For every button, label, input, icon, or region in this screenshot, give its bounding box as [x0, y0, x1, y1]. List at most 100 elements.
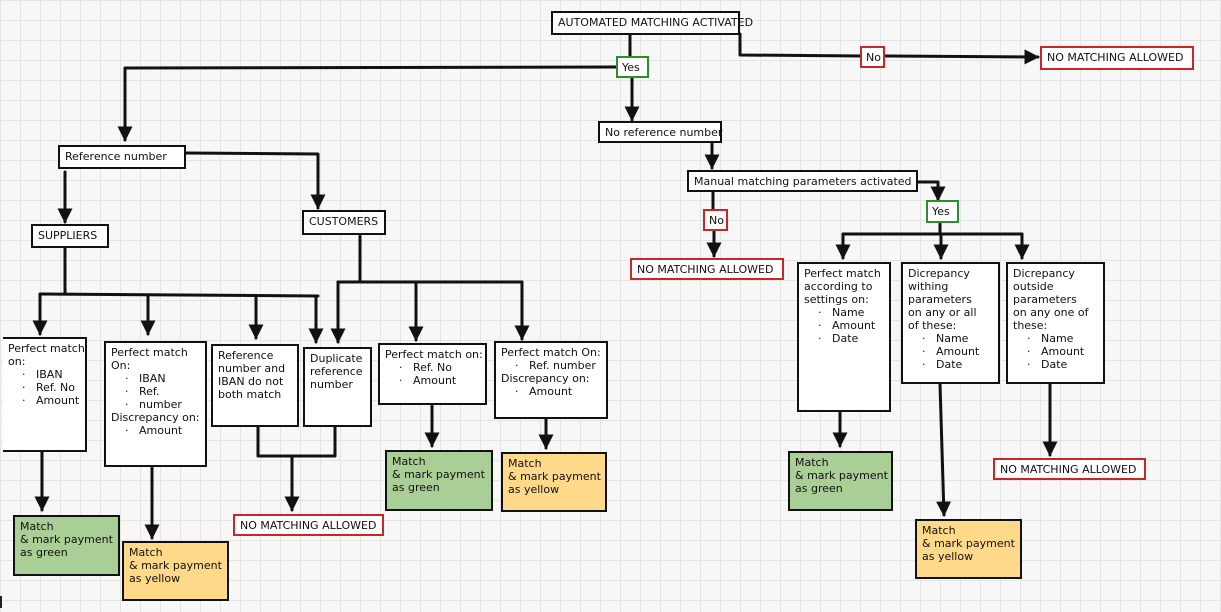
customers-node: CUSTOMERS [302, 210, 386, 235]
cus-disc-line1: Perfect match On: [501, 346, 601, 359]
duplicate-line: number [310, 378, 353, 391]
no-node-top: No [860, 46, 885, 68]
man-perfect-line: settings on: [804, 293, 869, 306]
man-within-line: parameters [908, 293, 972, 306]
match-green-line: & mark payment [20, 533, 113, 546]
match-yellow-line: Match [922, 524, 956, 537]
edge-root-no [738, 32, 864, 58]
match-yellow-line: Match [129, 546, 163, 559]
man-outside-line: Dicrepancy [1013, 267, 1075, 280]
cus-disc-label: Discrepancy on: [501, 372, 590, 385]
duplicate-line: reference [310, 365, 363, 378]
no-matching-outside-label: NO MATCHING ALLOWED [1000, 463, 1137, 476]
match-yellow-line: Match [508, 457, 542, 470]
man-within-item: Name [922, 332, 993, 345]
sup-disc-item: number [125, 398, 200, 411]
root-node: AUTOMATED MATCHING ACTIVATED [551, 11, 753, 35]
sup-disc-line1: Perfect match [111, 346, 188, 359]
customers-label: CUSTOMERS [309, 215, 379, 228]
left-edge-mark [0, 596, 2, 608]
no-matching-manual-outside: NO MATCHING ALLOWED [993, 458, 1146, 480]
suppliers-node: SUPPLIERS [31, 224, 109, 248]
man-perfect-item: Amount [818, 319, 884, 332]
match-green-line: Match [392, 455, 426, 468]
match-green-line: Match [20, 520, 54, 533]
sup-perfect-node: Perfect match on: IBAN Ref. No Amount [3, 337, 87, 452]
man-outside-line: parameters [1013, 293, 1077, 306]
match-yellow-1: Match & mark payment as yellow [122, 541, 229, 601]
man-outside-node: Dicrepancy outside parameters on any one… [1006, 262, 1105, 384]
man-perfect-line: according to [804, 280, 873, 293]
no-matching-top: NO MATCHING ALLOWED [1040, 46, 1194, 70]
no-matching-sup: NO MATCHING ALLOWED [233, 514, 384, 536]
man-outside-item: Amount [1027, 345, 1098, 358]
ref-iban-node: Reference number and IBAN do not both ma… [211, 344, 299, 427]
manual-params-label: Manual matching parameters activated [694, 175, 912, 188]
cus-disc-node: Perfect match On: Ref. number Discrepanc… [494, 341, 608, 419]
no-reference-label: No reference number [605, 126, 723, 139]
man-within-line: on any or all [908, 306, 977, 319]
duplicate-line: Duplicate [310, 352, 363, 365]
man-perfect-item: Name [818, 306, 884, 319]
edge-yes-ref [117, 65, 618, 142]
root-label: AUTOMATED MATCHING ACTIVATED [558, 16, 754, 29]
ref-iban-line: number and [218, 362, 286, 375]
sup-disc-item: Ref. [125, 385, 200, 398]
match-green-1: Match & mark payment as green [13, 515, 120, 576]
no-reference-node: No reference number [598, 121, 722, 143]
man-within-node: Dicrepancy withing parameters on any or … [901, 262, 1000, 384]
man-outside-line: outside [1013, 280, 1054, 293]
match-green-2: Match & mark payment as green [385, 450, 493, 511]
cus-perfect-node: Perfect match on: Ref. No Amount [378, 343, 487, 405]
edge-ref-customers [184, 151, 326, 210]
no-node-manual: No [703, 209, 728, 231]
man-within-line: withing [908, 280, 949, 293]
match-green-line: as green [20, 546, 68, 559]
no-label-manual: No [709, 214, 724, 227]
man-outside-line: on any one of [1013, 306, 1089, 319]
ref-iban-line: IBAN do not [218, 375, 284, 388]
match-green-line: as green [392, 481, 440, 494]
suppliers-label: SUPPLIERS [38, 229, 98, 242]
no-label: No [866, 51, 881, 64]
man-outside-line: these: [1013, 319, 1048, 332]
yes-node-top: Yes [616, 56, 649, 78]
match-yellow-2: Match & mark payment as yellow [501, 452, 607, 512]
sup-disc-label: Discrepancy on: [111, 411, 200, 424]
sup-perfect-item: Amount [22, 394, 80, 407]
no-matching-sup-label: NO MATCHING ALLOWED [240, 519, 377, 532]
edge-r3 [256, 424, 337, 458]
duplicate-node: Duplicate reference number [303, 347, 372, 427]
sup-perfect-item: IBAN [22, 368, 80, 381]
yes-label: Yes [622, 61, 640, 74]
ref-iban-line: Reference [218, 349, 274, 362]
match-yellow-line: as yellow [508, 483, 560, 496]
cus-disc-item: Ref. number [515, 359, 601, 372]
match-green-line: & mark payment [795, 469, 888, 482]
no-matching-label: NO MATCHING ALLOWED [1047, 51, 1184, 64]
sup-disc-node: Perfect match On: IBAN Ref. number Discr… [104, 341, 207, 467]
sup-disc-item: IBAN [125, 372, 200, 385]
match-yellow-line: & mark payment [922, 537, 1015, 550]
man-perfect-line: Perfect match [804, 267, 881, 280]
reference-number-node: Reference number [58, 145, 186, 169]
match-yellow-line: as yellow [129, 572, 181, 585]
match-yellow-line: as yellow [922, 550, 974, 563]
yes-node-manual: Yes [926, 200, 959, 223]
match-green-line: as green [795, 482, 843, 495]
no-matching-manual: NO MATCHING ALLOWED [630, 258, 784, 280]
man-within-line: of these: [908, 319, 957, 332]
no-matching-manual-label: NO MATCHING ALLOWED [637, 263, 774, 276]
man-within-item: Amount [922, 345, 993, 358]
sup-perfect-line1: Perfect match [8, 342, 85, 355]
man-within-item: Date [922, 358, 993, 371]
match-yellow-line: & mark payment [508, 470, 601, 483]
man-perfect-node: Perfect match according to settings on: … [797, 262, 891, 412]
ref-iban-line: both match [218, 388, 282, 401]
cus-perfect-item: Ref. No [399, 361, 480, 374]
edge-r7 [936, 382, 952, 517]
match-green-3: Match & mark payment as green [788, 451, 893, 511]
reference-number-label: Reference number [65, 150, 167, 163]
man-outside-item: Name [1027, 332, 1098, 345]
